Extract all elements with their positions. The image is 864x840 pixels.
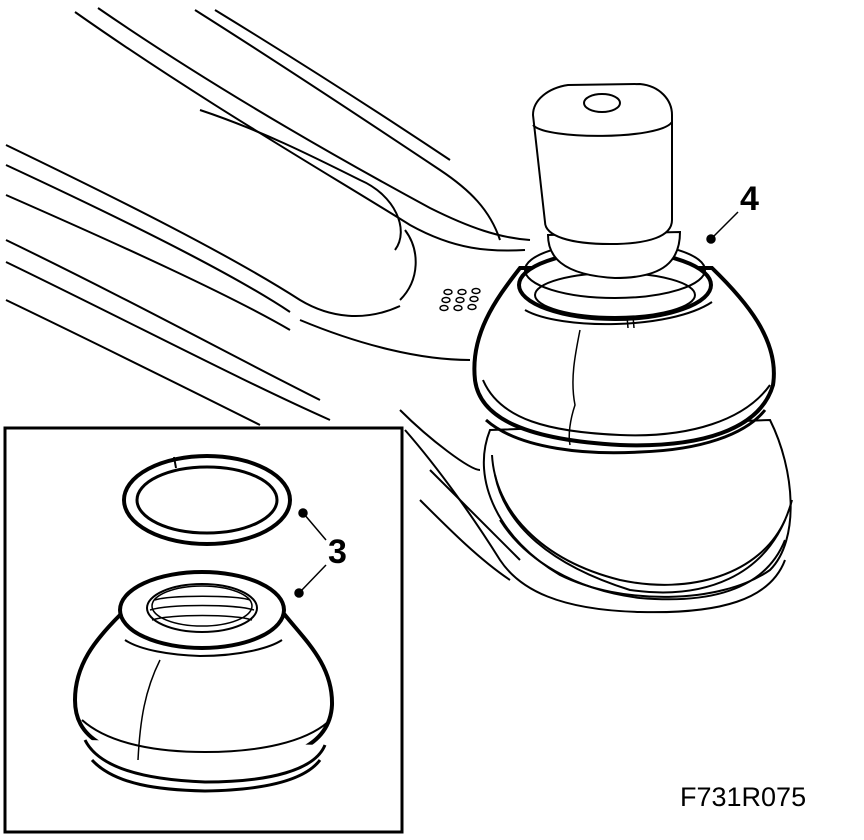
callout-label-3: 3 xyxy=(328,533,347,571)
callout-label-4: 4 xyxy=(740,180,759,218)
ball-joint-assembly xyxy=(472,82,793,601)
dust-boot xyxy=(72,570,335,793)
retaining-ring xyxy=(122,454,292,546)
callout-leaders xyxy=(294,211,739,598)
arm-hole-pattern xyxy=(439,287,481,312)
control-arm xyxy=(5,7,786,614)
figure-reference-code: F731R075 xyxy=(680,782,806,812)
